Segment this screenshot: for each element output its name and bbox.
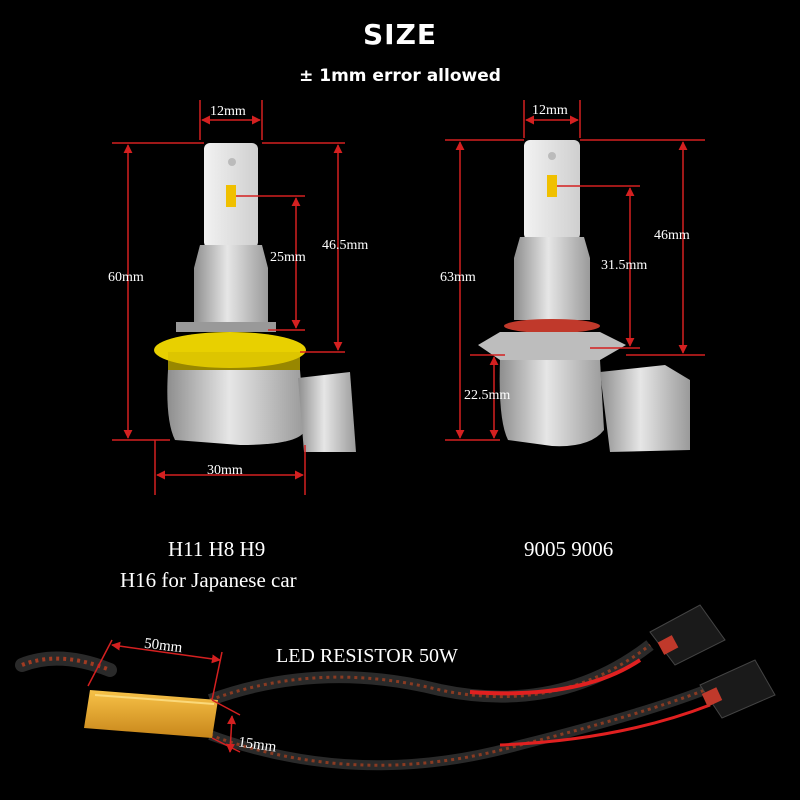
connector-male xyxy=(649,604,726,666)
h11-bulb-image xyxy=(154,143,356,452)
h11-caption-line1: H11 H8 H9 xyxy=(168,537,266,561)
bulb-base xyxy=(167,370,305,445)
9005-base-height-label: 22.5mm xyxy=(464,388,511,403)
led-chip-9005 xyxy=(547,175,557,197)
h11-width-label: 12mm xyxy=(210,104,246,119)
h11-chip-height-label: 25mm xyxy=(270,250,306,265)
h11-dimension-lines xyxy=(112,100,345,495)
connector-female xyxy=(699,659,776,719)
9005-bulb-image xyxy=(478,140,690,452)
h11-base-width-label: 30mm xyxy=(207,463,243,478)
9005-total-height-label: 63mm xyxy=(440,270,476,285)
h11-total-height-label: 60mm xyxy=(108,270,144,285)
resistor-label: LED RESISTOR 50W xyxy=(276,645,458,667)
page-title: SIZE xyxy=(362,18,437,51)
h11-caption-line2: H16 for Japanese car xyxy=(120,568,297,592)
9005-upper-height-label: 46mm xyxy=(654,228,690,243)
led-chip xyxy=(226,185,236,207)
heatsink-body-9005 xyxy=(514,237,590,320)
page-subtitle: ± 1mm error allowed xyxy=(299,66,501,86)
connector-socket xyxy=(298,372,356,452)
9005-dimension-lines xyxy=(445,100,705,441)
resistor-dimension-lines xyxy=(87,639,241,753)
flange xyxy=(478,332,626,360)
heatsink-body xyxy=(194,245,268,330)
9005-width-label: 12mm xyxy=(532,103,568,118)
bulb-base-9005 xyxy=(499,360,604,447)
9005-caption: 9005 9006 xyxy=(524,537,614,561)
resistor-body xyxy=(84,690,218,738)
resistor-harness-image xyxy=(15,604,776,771)
9005-chip-height-label: 31.5mm xyxy=(601,258,648,273)
h11-upper-height-label: 46.5mm xyxy=(322,238,369,253)
red-o-ring xyxy=(504,319,600,333)
connector-socket-9005 xyxy=(600,365,690,452)
